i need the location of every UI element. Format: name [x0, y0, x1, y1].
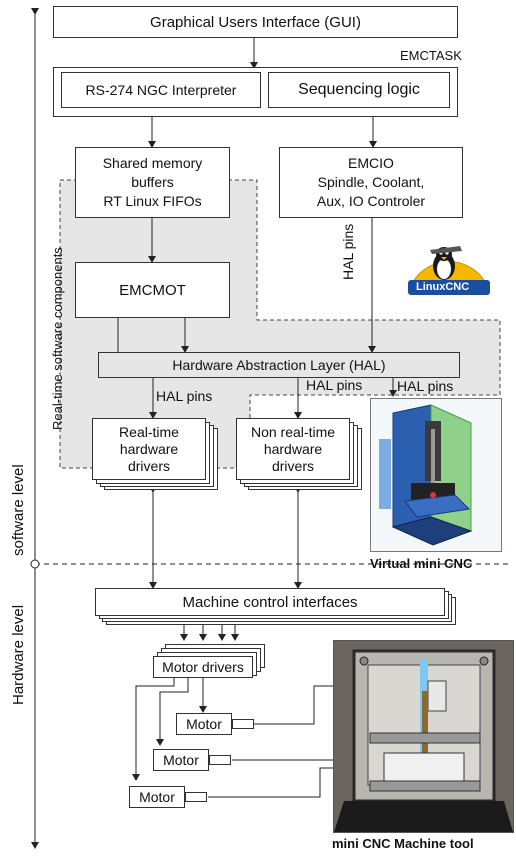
shared-memory-line1: Shared memory — [102, 155, 203, 171]
nrt-drivers-line1: Non real-time — [250, 423, 336, 440]
motor-label-2: Motor — [163, 752, 199, 768]
realtime-components-label: Real-time software components — [50, 247, 65, 430]
machine-interfaces-box: Machine control interfaces — [95, 588, 445, 616]
nrt-drivers-box: Non real-time hardware drivers — [236, 418, 350, 480]
hal-box: Hardware Abstraction Layer (HAL) — [98, 352, 460, 378]
virtual-cnc-image — [370, 398, 502, 552]
machine-interfaces-label: Machine control interfaces — [182, 593, 358, 611]
linuxcnc-logo: LinuxCNC — [404, 238, 494, 298]
emcmot-box: EMCMOT — [75, 262, 230, 318]
mini-cnc-caption: mini CNC Machine tool — [332, 836, 474, 851]
hardware-level-label: Hardware level — [10, 604, 27, 705]
virtual-cnc-render-icon — [379, 404, 473, 546]
motor-label-1: Motor — [186, 716, 222, 732]
linuxcnc-logo-text: LinuxCNC — [416, 281, 470, 293]
virtual-cnc-caption: Virtual mini CNC — [370, 556, 473, 571]
nrt-drivers-line2: hardware — [263, 440, 323, 457]
mini-cnc-machine-icon — [334, 641, 513, 832]
hal-label: Hardware Abstraction Layer (HAL) — [172, 357, 386, 373]
hal-pins-vertical-label: HAL pins — [340, 223, 356, 280]
motor-shaft-2 — [209, 755, 231, 765]
motor-box-1: Motor — [176, 713, 232, 735]
emcio-line1: EMCIO — [348, 155, 394, 171]
interpreter-box: RS-274 NGC Interpreter — [61, 72, 261, 108]
sequencing-label: Sequencing logic — [298, 81, 420, 98]
rt-drivers-line3: drivers — [127, 457, 170, 474]
emcio-line2: Spindle, Coolant, — [317, 174, 425, 190]
mini-cnc-photo — [333, 640, 514, 833]
gui-box: Graphical Users Interface (GUI) — [53, 6, 458, 38]
emcmot-label: EMCMOT — [119, 281, 186, 299]
rt-drivers-line2: hardware — [119, 440, 179, 457]
motor-box-2: Motor — [153, 749, 209, 771]
shared-memory-line2: buffers — [131, 174, 174, 190]
emcio-box: EMCIO Spindle, Coolant, Aux, IO Controle… — [279, 147, 463, 218]
hal-pins-label-nrt: HAL pins — [306, 377, 363, 393]
level-divider-origin — [30, 559, 40, 569]
motor-box-3: Motor — [129, 786, 185, 808]
gui-label: Graphical Users Interface (GUI) — [150, 13, 361, 31]
rt-drivers-line1: Real-time — [119, 423, 179, 440]
motor-drivers-label: Motor drivers — [162, 659, 244, 675]
software-level-label: software level — [10, 464, 27, 556]
hal-pins-label-virtual: HAL pins — [397, 378, 454, 394]
motor-shaft-3 — [185, 792, 207, 802]
emctask-label: EMCTASK — [400, 48, 462, 63]
shared-memory-line3: RT Linux FIFOs — [103, 193, 202, 209]
motor-label-3: Motor — [139, 789, 175, 805]
interpreter-label: RS-274 NGC Interpreter — [85, 82, 237, 98]
linuxcnc-logo-icon — [408, 246, 490, 295]
hal-pins-label-rt: HAL pins — [156, 388, 213, 404]
nrt-drivers-line3: drivers — [271, 457, 314, 474]
rt-drivers-box: Real-time hardware drivers — [92, 418, 206, 480]
shared-memory-box: Shared memory buffers RT Linux FIFOs — [75, 147, 230, 218]
emcio-line3: Aux, IO Controler — [316, 193, 426, 209]
motor-drivers-box: Motor drivers — [153, 656, 253, 678]
realtime-region — [59, 179, 501, 469]
motor-shaft-1 — [232, 719, 254, 729]
sequencing-box: Sequencing logic — [268, 72, 450, 108]
